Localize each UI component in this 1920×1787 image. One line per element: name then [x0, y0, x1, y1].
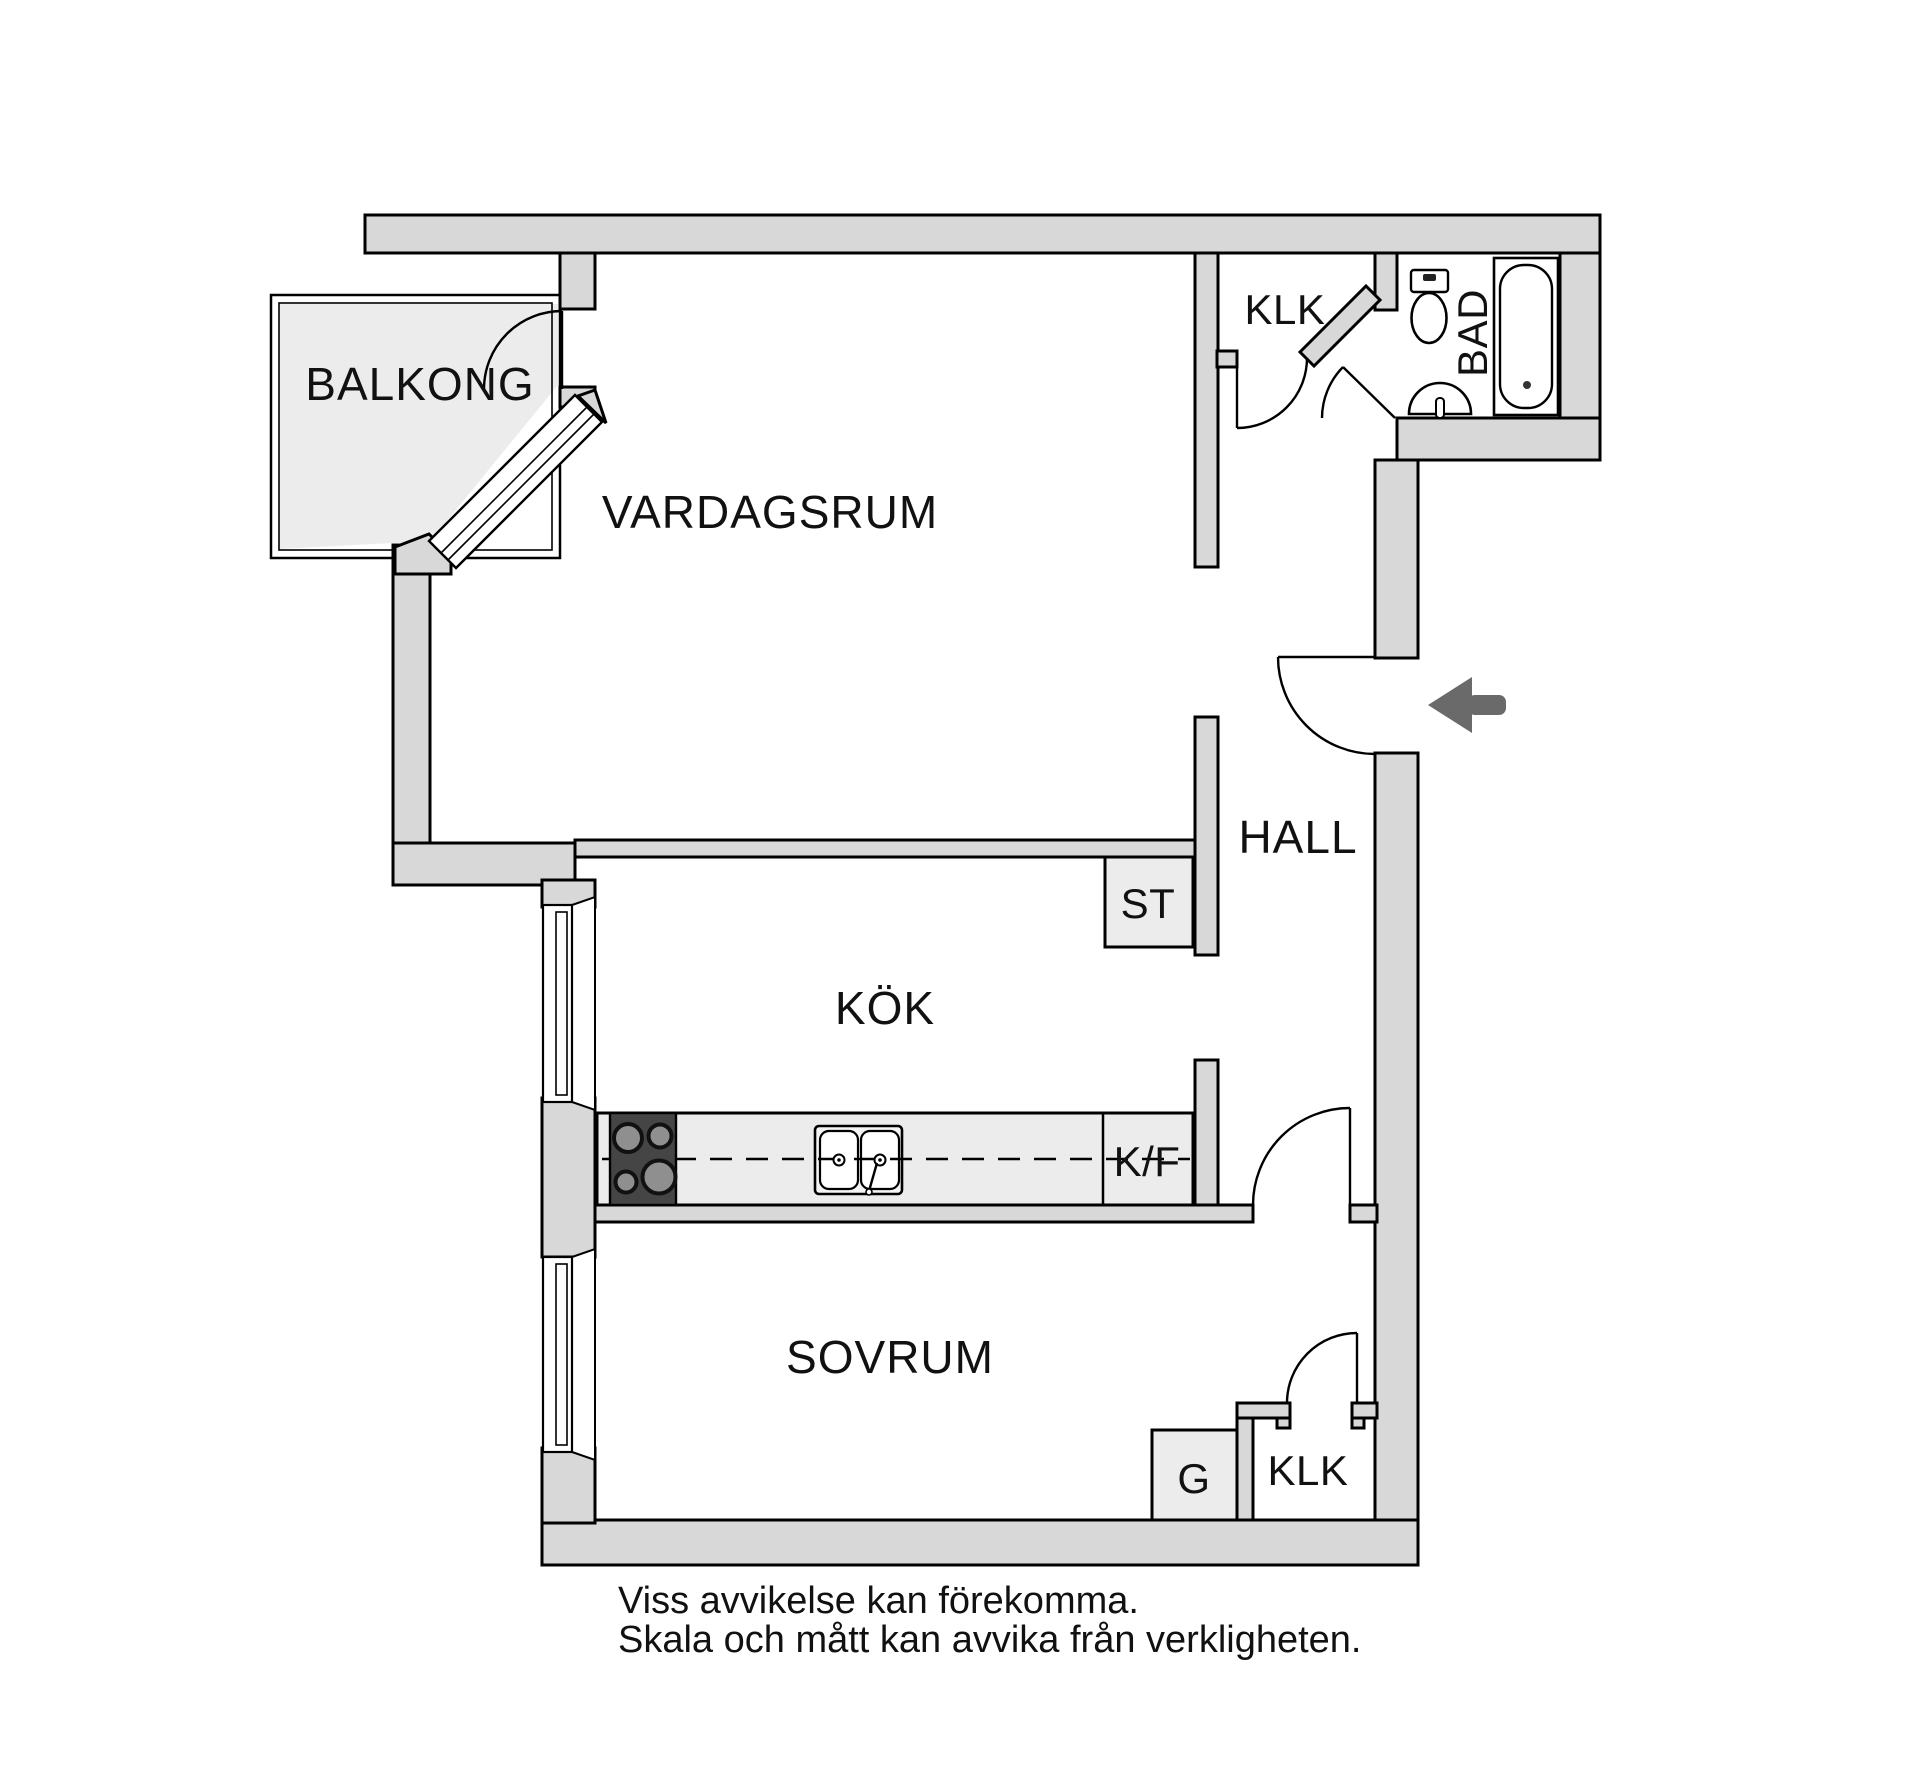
entry-arrow-icon: [1428, 677, 1506, 733]
bedroom-door-icon: [1251, 1106, 1352, 1206]
wall-bath-left: [1373, 251, 1399, 312]
bathroom-door-icon: [1320, 366, 1396, 419]
bedroom-label: SOVRUM: [786, 1331, 994, 1383]
kitchen-fixtures: [595, 1111, 1195, 1207]
closet-top-door-icon: [1235, 357, 1309, 430]
wall-left-below-bedroom-window: [540, 1446, 597, 1525]
wall-stub-closet-top: [1215, 349, 1239, 369]
walls: [363, 213, 1602, 1567]
wall-right-mid: [1373, 458, 1420, 660]
washbasin-icon: [1407, 381, 1473, 419]
wall-left-below-balcony: [391, 543, 432, 887]
wall-closet-bottom-notch-left: [1275, 1416, 1292, 1430]
bathtub-icon: [1492, 256, 1560, 417]
wall-diagonal-wedge-top: [575, 388, 608, 425]
fridge-freezer-label: K/F: [1114, 1138, 1181, 1185]
wall-closet-bottom-left: [1235, 1401, 1255, 1522]
balcony-floor: [280, 304, 558, 549]
wardrobe-label: G: [1177, 1455, 1210, 1502]
wardrobe-box: [1150, 1428, 1239, 1522]
closet-top-label: KLK: [1245, 286, 1326, 333]
wall-top: [363, 213, 1602, 255]
wall-hall-mid: [1193, 715, 1220, 957]
wall-right-lower: [1373, 751, 1420, 1525]
doors: [482, 309, 1396, 1404]
sink-drain-icons: [832, 1153, 887, 1196]
closet-bottom-door-icon: [1285, 1331, 1359, 1404]
wall-kitchen-bedroom: [593, 1203, 1255, 1224]
living-room-label: VARDAGSRUM: [602, 486, 938, 538]
toilet-icon: [1409, 268, 1450, 345]
room-labels: BALKONG VARDAGSRUM KLK BAD HALL ST KÖK K…: [305, 286, 1496, 1502]
bedroom-window-icon: [541, 1247, 596, 1462]
wall-closet-bottom-notch-right: [1350, 1416, 1366, 1430]
hall-label: HALL: [1238, 811, 1357, 863]
closet-bottom-label: KLK: [1268, 1447, 1349, 1494]
wall-bottom: [540, 1518, 1420, 1567]
stove-icon: [608, 1111, 678, 1207]
balcony: [269, 293, 562, 560]
wall-left-step: [391, 841, 577, 887]
kitchen-window-icon: [541, 895, 596, 1112]
wall-stub-bedroom-door: [1348, 1203, 1379, 1224]
bathroom-fixtures: [1407, 256, 1560, 419]
kitchen-label: KÖK: [835, 982, 935, 1034]
wall-hall-upper: [1193, 251, 1220, 569]
entry-door-icon: [1276, 655, 1376, 756]
storage-label: ST: [1121, 880, 1176, 927]
bathroom-label: BAD: [1449, 289, 1496, 377]
wall-closet-bottom-topright: [1350, 1401, 1379, 1420]
balcony-window-icon: [427, 393, 604, 570]
wall-step-below-bath: [1395, 416, 1602, 462]
wall-balcony-divider-top: [558, 251, 597, 311]
wall-livingroom-kitchen: [573, 838, 1219, 859]
wall-hall-lower: [1193, 1058, 1220, 1209]
wall-left-between-windows: [540, 1096, 597, 1259]
balcony-door-icon: [482, 309, 564, 390]
storage-box: [1103, 855, 1195, 949]
disclaimer: Viss avvikelse kan förekomma. Skala och …: [618, 1580, 1362, 1661]
wall-right-bath: [1558, 251, 1602, 422]
wall-closet-bottom-topleft: [1235, 1401, 1292, 1420]
wall-diagonal-closet-bath: [1297, 283, 1383, 369]
balcony-label: BALKONG: [305, 358, 534, 410]
disclaimer-line-1: Viss avvikelse kan förekomma.: [618, 1580, 1139, 1622]
disclaimer-line-2: Skala och mått kan avvika från verklighe…: [618, 1619, 1362, 1661]
windows: [427, 393, 604, 1462]
